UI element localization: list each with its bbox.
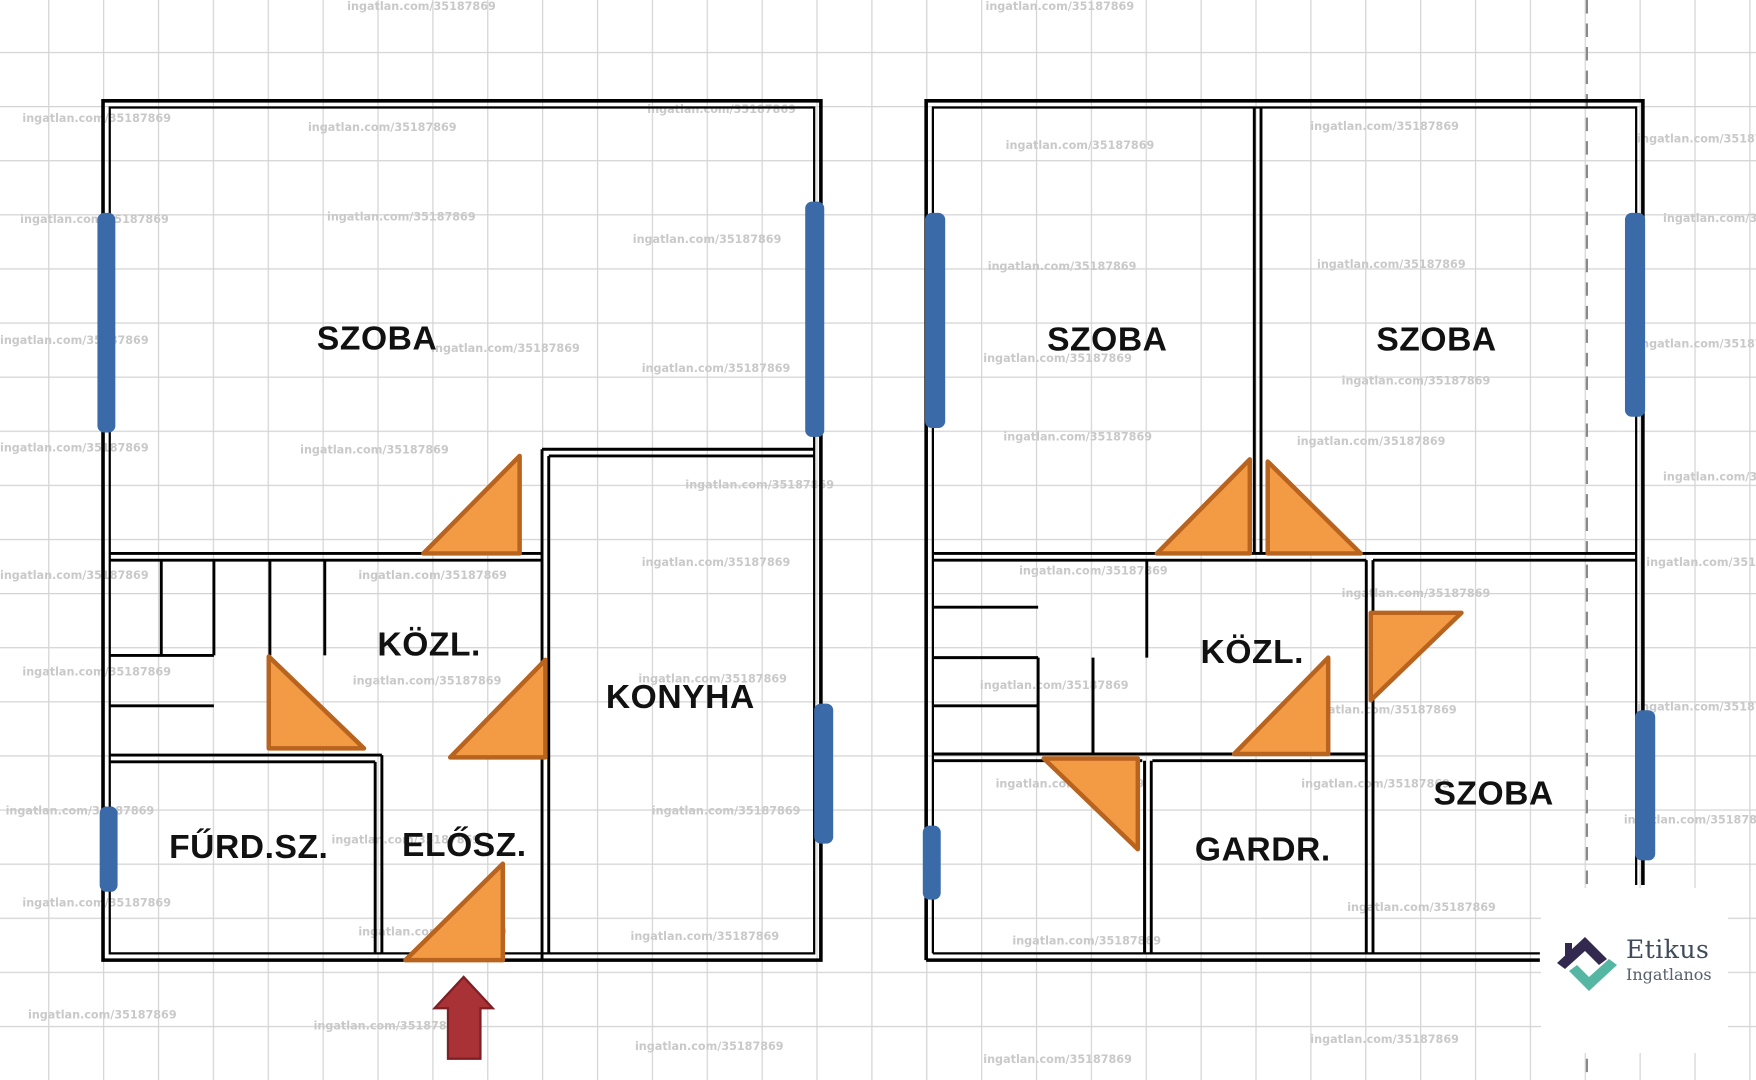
- watermark-text: ingatlan.com/35187869: [1012, 934, 1161, 947]
- exterior-walls: [924, 99, 1645, 962]
- watermark-text: ingatlan.com/35187869: [1003, 430, 1152, 443]
- door-swing: [266, 654, 367, 751]
- room-label-szoba-2: SZOBA: [1376, 322, 1496, 359]
- watermark-text: ingatlan.com/35187869: [1624, 813, 1756, 826]
- watermark-text: ingatlan.com/35187869: [308, 121, 457, 134]
- watermark-text: ingatlan.com/35187869: [347, 0, 496, 13]
- doors: [266, 453, 548, 963]
- room-label-gardrob: GARDR.: [1195, 831, 1331, 868]
- watermark-text: ingatlan.com/35187869: [1297, 435, 1446, 448]
- window: [99, 806, 118, 892]
- watermark-text: ingatlan.com/35187869: [983, 352, 1132, 365]
- logo-text-ingatlanos: Ingatlanos: [1626, 965, 1712, 984]
- watermark-text: ingatlan.com/35187869: [631, 930, 780, 943]
- window: [805, 201, 825, 437]
- door-swing: [1265, 459, 1363, 556]
- watermark-text: ingatlan.com/35187869: [0, 569, 149, 582]
- room-label-kozl: KÖZL.: [377, 626, 481, 663]
- door-swing: [1154, 457, 1253, 556]
- watermark-text: ingatlan.com/35187869: [314, 1020, 463, 1033]
- room-label-eloszoba: ELŐSZ.: [402, 826, 527, 864]
- window: [1635, 710, 1656, 861]
- upper-floor-plan: [922, 99, 1656, 962]
- door-swing: [1231, 655, 1331, 757]
- watermark-text: ingatlan.com/35187869: [1342, 374, 1491, 387]
- watermark-text: ingatlan.com/35187869: [1308, 704, 1457, 717]
- watermark-text: ingatlan.com/35187869: [642, 362, 791, 375]
- watermark-text: ingatlan.com/35187869: [1310, 120, 1459, 133]
- watermark-text: ingatlan.com/35187869: [331, 834, 480, 847]
- watermark-text: ingatlan.com/35187869: [327, 211, 476, 224]
- room-label-furdoszoba: FŰRD.SZ.: [169, 828, 328, 866]
- room-label-kozl: KÖZL.: [1201, 634, 1305, 671]
- watermark-text: ingatlan.com/35187869: [431, 342, 580, 355]
- watermark-text: ingatlan.com/35187869: [685, 478, 834, 491]
- watermark-text: ingatlan.com/35187869: [353, 675, 502, 688]
- windows: [922, 212, 1656, 900]
- entrance-arrow-icon: [431, 975, 496, 1060]
- check-shape: [1569, 959, 1617, 991]
- ground-floor-plan: [97, 99, 834, 1060]
- door-swing: [1368, 610, 1464, 703]
- roof-shape: [1557, 937, 1607, 969]
- watermark-text: ingatlan.com/35187869: [1663, 212, 1756, 225]
- watermark-text: ingatlan.com/35187869: [22, 666, 171, 679]
- window: [814, 703, 834, 844]
- chimney-shape: [1565, 943, 1572, 957]
- watermark-text: ingatlan.com/35187869: [1342, 587, 1491, 600]
- watermark-text: ingatlan.com/35187869: [1646, 556, 1756, 569]
- watermark-text: ingatlan.com/35187869: [1006, 139, 1155, 152]
- watermark-text: ingatlan.com/35187869: [1637, 132, 1756, 145]
- watermark-text: ingatlan.com/35187869: [1637, 337, 1756, 350]
- window: [922, 825, 941, 900]
- watermark-text: ingatlan.com/35187869: [0, 441, 149, 454]
- watermark-text: ingatlan.com/35187869: [986, 0, 1135, 13]
- door-swing: [1041, 756, 1141, 852]
- watermark-text: ingatlan.com/35187869: [28, 1008, 177, 1021]
- watermark-text: ingatlan.com/35187869: [1317, 258, 1466, 271]
- watermark-text: ingatlan.com/35187869: [988, 260, 1137, 273]
- watermark-text: ingatlan.com/35187869: [633, 233, 782, 246]
- watermark-text: ingatlan.com/35187869: [20, 213, 169, 226]
- watermark-text: ingatlan.com/35187869: [358, 569, 507, 582]
- watermark-text: ingatlan.com/35187869: [1301, 778, 1450, 791]
- watermark-text: ingatlan.com/35187869: [983, 1053, 1132, 1066]
- windows: [97, 201, 834, 892]
- watermark-text: ingatlan.com/35187869: [635, 1040, 784, 1053]
- logo-text-etikus: Etikus: [1626, 935, 1710, 964]
- watermark-text: ingatlan.com/35187869: [22, 896, 171, 909]
- window: [925, 212, 946, 428]
- room-label-szoba-1: SZOBA: [1047, 322, 1167, 359]
- watermark-text: ingatlan.com/35187869: [300, 444, 449, 457]
- watermark-text: ingatlan.com/35187869: [1019, 565, 1168, 578]
- watermark-text: ingatlan.com/35187869: [22, 112, 171, 125]
- watermark-text: ingatlan.com/35187869: [1310, 1033, 1459, 1046]
- watermark-text: ingatlan.com/35187869: [652, 804, 801, 817]
- room-label-konyha: KONYHA: [606, 679, 755, 716]
- window: [1624, 212, 1646, 417]
- room-label-szoba: SZOBA: [317, 321, 437, 358]
- doors: [1041, 457, 1464, 852]
- watermark-text: ingatlan.com/35187869: [642, 556, 791, 569]
- door-swing: [403, 861, 506, 963]
- door-swing: [421, 453, 522, 556]
- watermark-text: ingatlan.com/35187869: [638, 672, 787, 685]
- watermark-text: ingatlan.com/35187869: [1347, 901, 1496, 914]
- room-label-szoba-3: SZOBA: [1433, 775, 1553, 812]
- house-check-logo-icon: [1557, 937, 1617, 991]
- watermark-text: ingatlan.com/35187869: [980, 679, 1129, 692]
- watermark-text: ingatlan.com/35187869: [1637, 700, 1756, 713]
- watermark-text: ingatlan.com/35187869: [1663, 471, 1756, 484]
- window: [97, 212, 116, 433]
- watermark-text: ingatlan.com/35187869: [647, 103, 796, 116]
- door-swing: [447, 657, 548, 760]
